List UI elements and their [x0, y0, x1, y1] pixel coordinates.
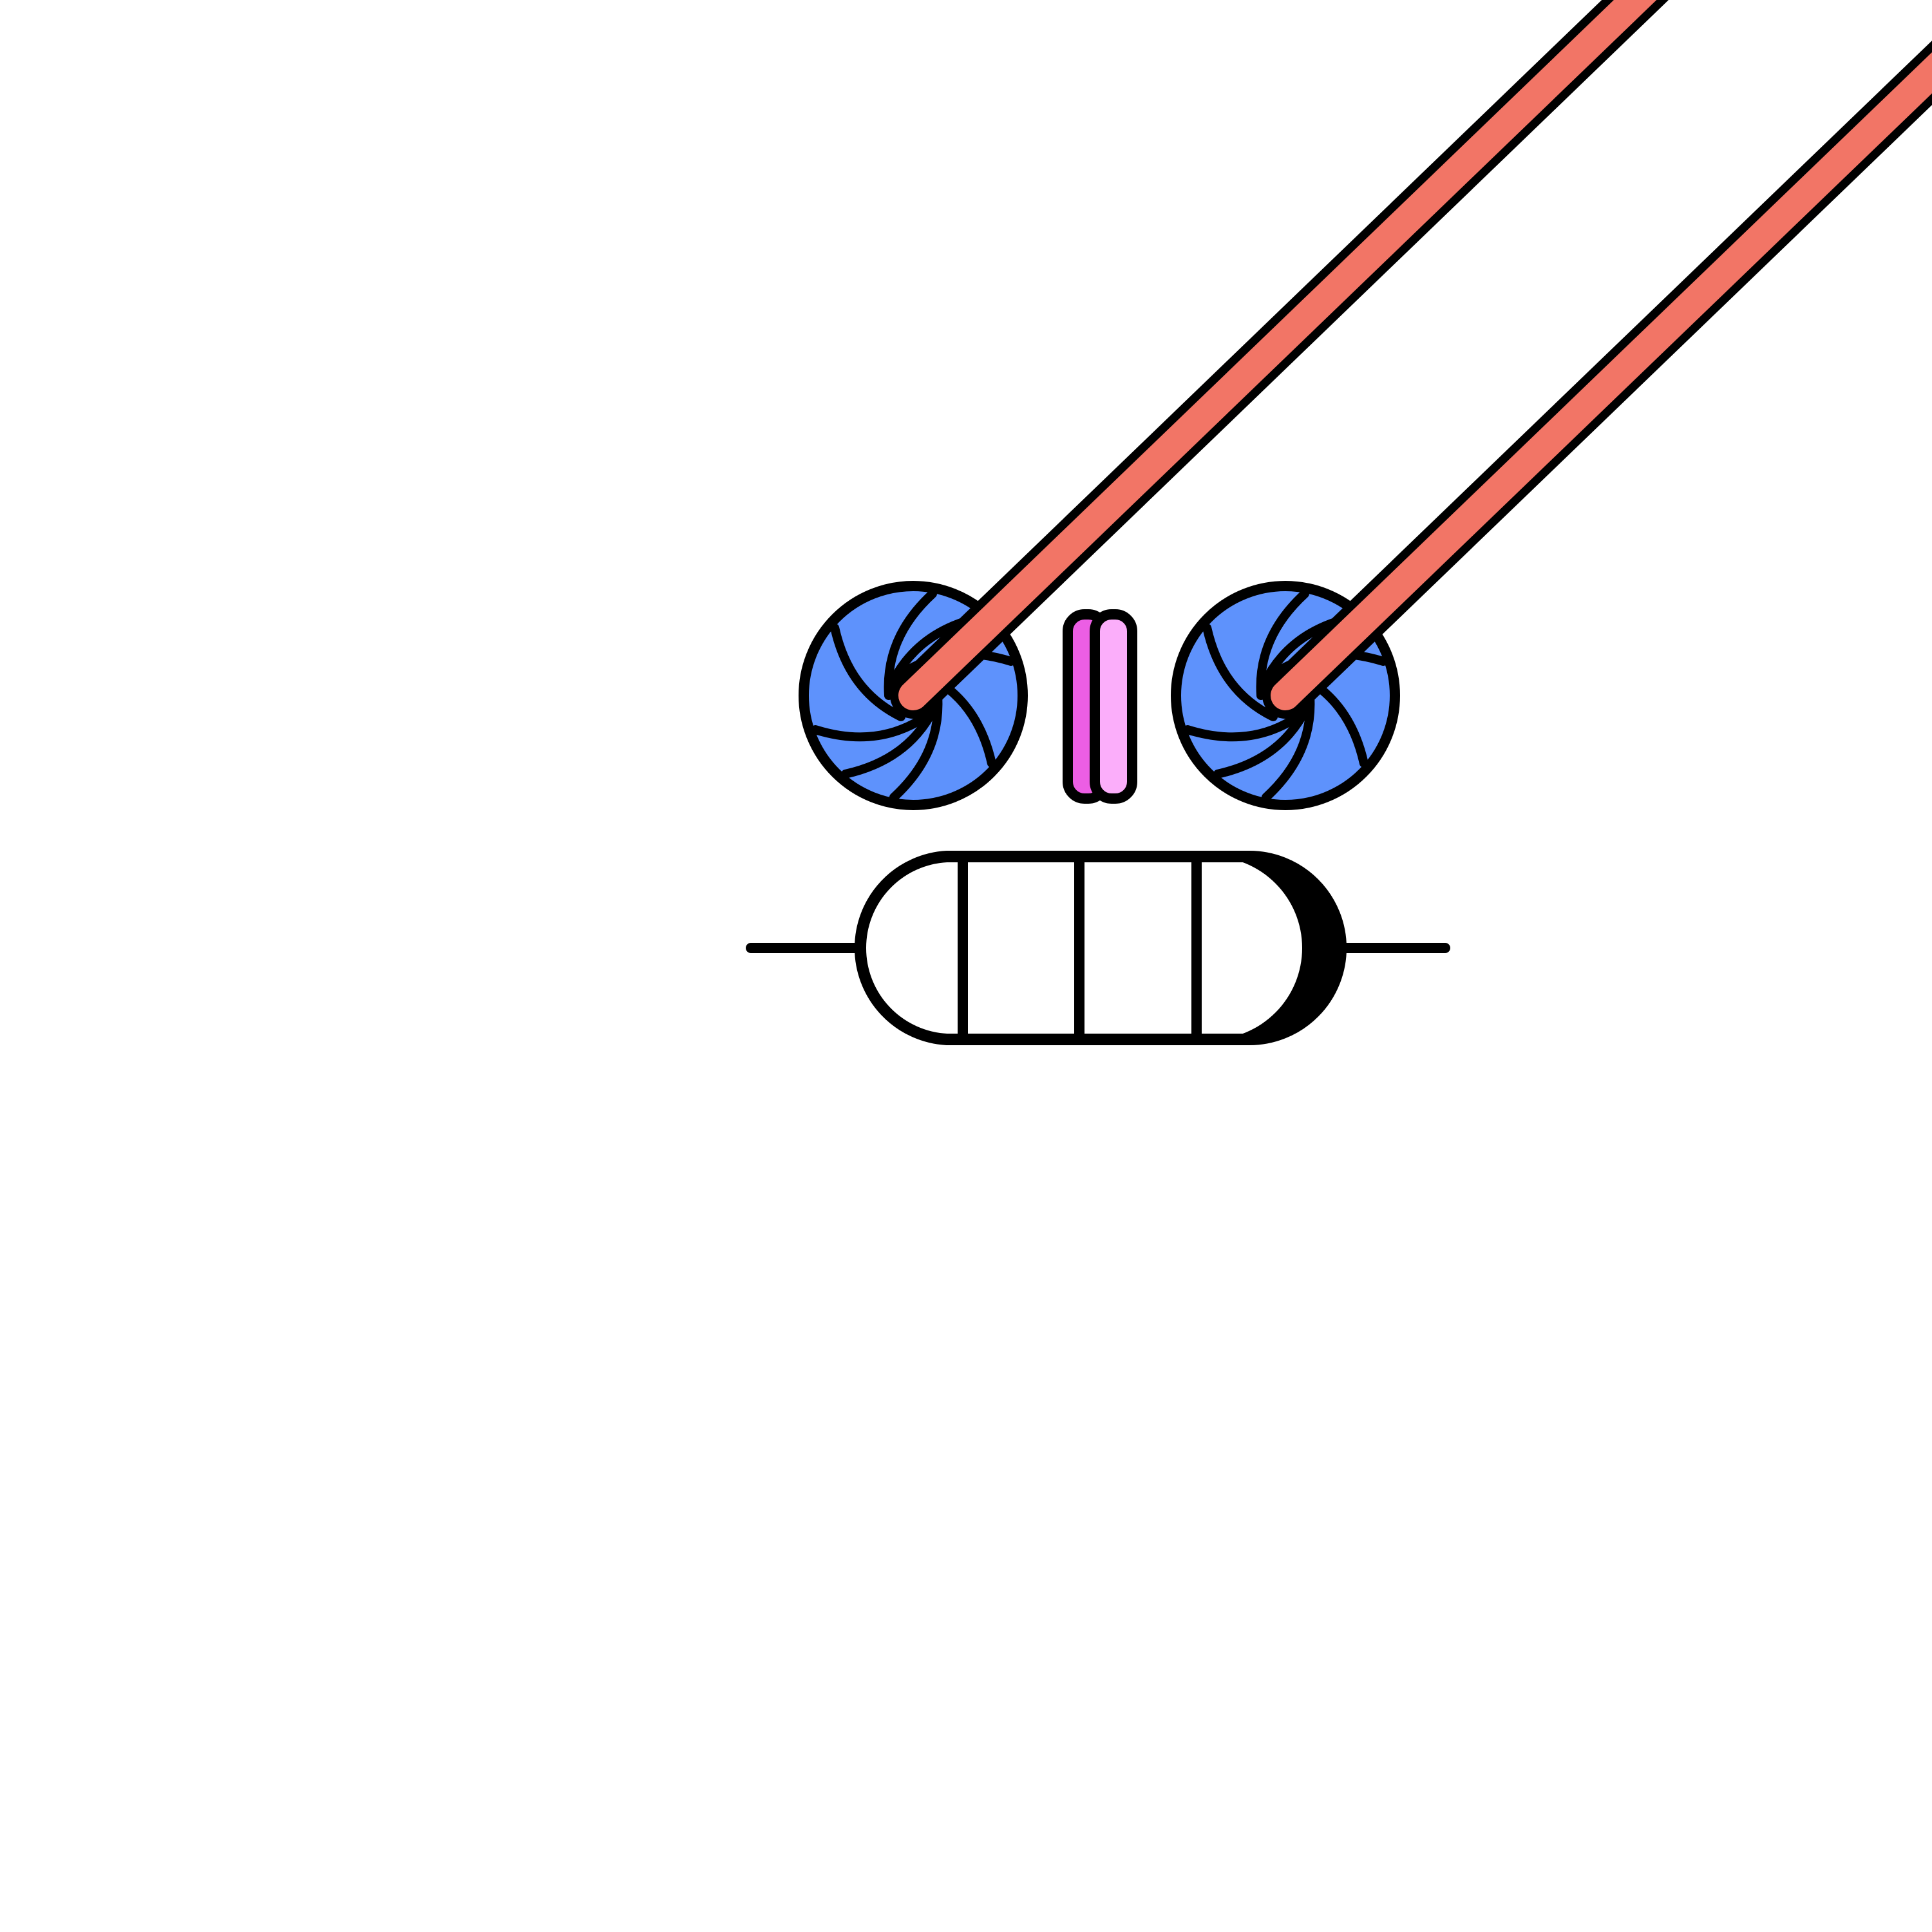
capacitor[interactable]	[1063, 609, 1137, 804]
resistor-end-shadow	[1211, 857, 1341, 1039]
wire-left[interactable]	[890, 0, 1669, 719]
resistor-body	[854, 851, 1347, 1045]
wire-right[interactable]	[1262, 23, 1932, 719]
capacitor-right-plate	[1090, 609, 1137, 804]
resistor[interactable]	[746, 851, 1450, 1045]
